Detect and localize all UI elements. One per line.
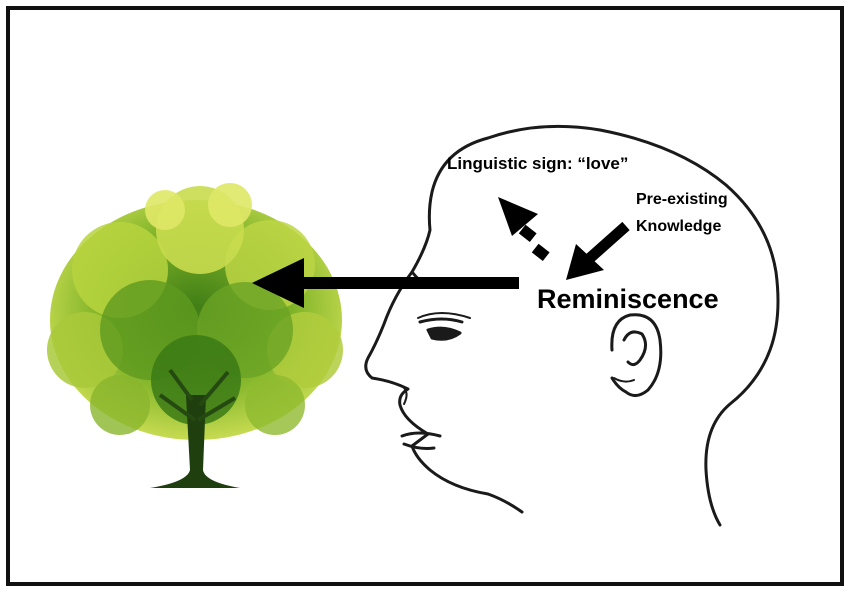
pre-existing-knowledge-label: Pre-existing Knowledge: [636, 186, 728, 240]
mouth-icon: [400, 431, 442, 450]
arrow-to-tree: [252, 258, 519, 308]
pre-existing-line2: Knowledge: [636, 218, 722, 235]
ear-icon: [610, 313, 663, 397]
linguistic-sign-label: Linguistic sign: “love”: [447, 154, 629, 173]
arrow-from-knowledge: [566, 221, 630, 280]
eye-icon: [417, 312, 471, 341]
tree-icon: [47, 183, 343, 488]
dashed-arrow-to-sign: [498, 197, 550, 262]
pre-existing-line1: Pre-existing: [636, 191, 728, 208]
tree-canopy: [47, 183, 343, 440]
reminiscence-label: Reminiscence: [537, 284, 719, 314]
human-head-profile-icon: [364, 124, 780, 527]
tree-trunk: [150, 368, 240, 488]
